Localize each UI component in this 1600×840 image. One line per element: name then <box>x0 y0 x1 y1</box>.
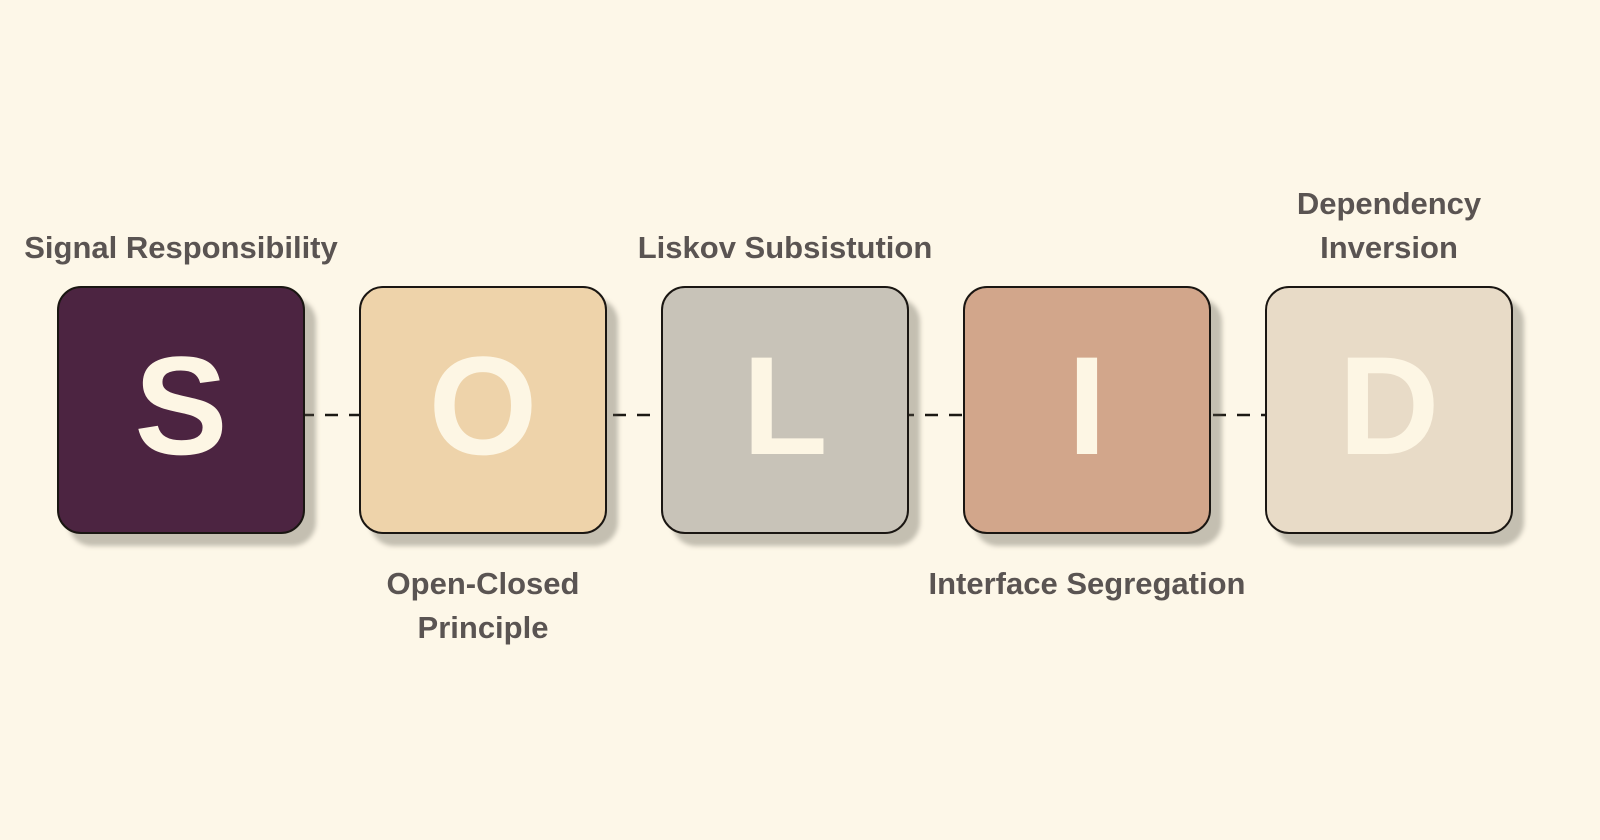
principle-letter-i: I <box>1067 327 1107 484</box>
principle-tile-o: O <box>359 286 607 534</box>
principle-tile-i: I <box>963 286 1211 534</box>
principle-letter-l: L <box>742 327 828 484</box>
principle-label-l: Liskov Subsistution <box>637 230 933 265</box>
principle-column-l: Liskov Subsistution L <box>638 230 932 534</box>
principle-label-s: Signal Responsibility <box>24 230 338 265</box>
principle-row: Signal Responsibility S O Open-Closed Pr… <box>24 186 1513 645</box>
principle-column-i: I Interface Segregation <box>929 286 1245 601</box>
principle-letter-d: D <box>1338 327 1440 484</box>
principle-tile-s: S <box>57 286 305 534</box>
principle-label-d: Dependency Inversion <box>1296 186 1482 265</box>
principle-tile-l: L <box>661 286 909 534</box>
principle-label-o: Open-Closed Principle <box>386 566 580 645</box>
principle-tile-d: D <box>1265 286 1513 534</box>
principle-column-d: Dependency Inversion D <box>1265 186 1513 534</box>
principle-label-i: Interface Segregation <box>928 566 1246 601</box>
principle-letter-s: S <box>134 327 228 484</box>
principle-letter-o: O <box>428 327 538 484</box>
principle-column-s: Signal Responsibility S <box>24 230 338 534</box>
principle-column-o: O Open-Closed Principle <box>359 286 607 645</box>
